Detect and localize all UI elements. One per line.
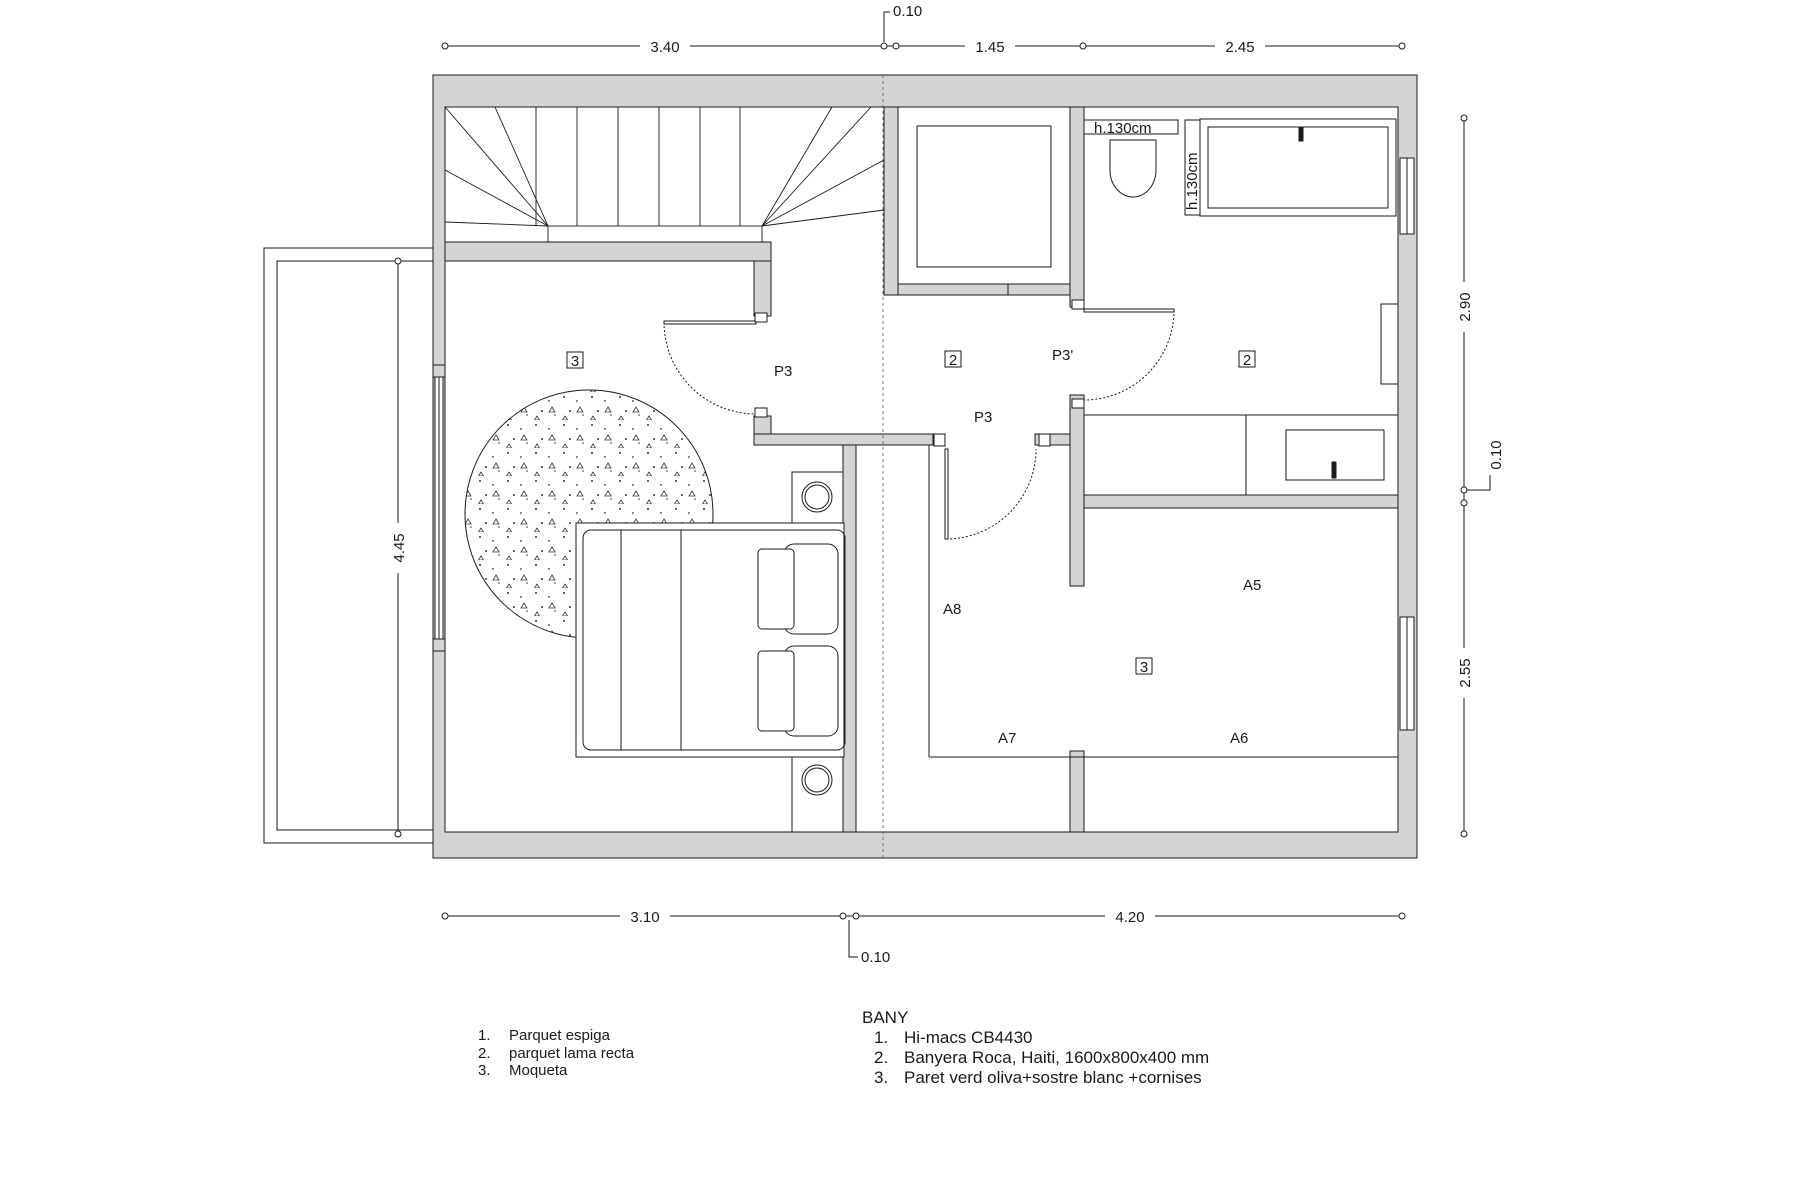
hall-cabinet <box>897 106 1071 296</box>
finish-tags: 3 2 2 3 <box>566 350 1256 676</box>
dim-bottom-small: 0.10 <box>861 949 890 966</box>
finish-tag-hall: 2 <box>949 352 957 369</box>
legend-bath-item: 2. Banyera Roca, Haiti, 1600x800x400 mm <box>862 1048 1209 1068</box>
legend-floors: 1. Parquet espiga 2. parquet lama recta 3.… <box>475 1027 634 1080</box>
nightstand-top <box>791 471 844 524</box>
legend-num: 1. <box>874 1028 889 1047</box>
dim-right-small: 0.10 <box>1488 440 1505 469</box>
door-label-bath: P3' <box>1052 347 1073 364</box>
walls <box>432 74 1418 859</box>
legend-bathroom-title: BANY <box>862 1008 909 1027</box>
legend-text: Hi-macs CB4430 <box>904 1028 1033 1047</box>
dim-left: 4.45 <box>391 533 408 562</box>
legend-num: 2. <box>478 1044 491 1062</box>
dim-top-2: 1.45 <box>975 39 1004 56</box>
dressing-room <box>928 445 1398 758</box>
cabinet-label-a7: A7 <box>998 730 1016 747</box>
cabinet-label-a8: A8 <box>943 601 961 618</box>
door-label-bedroom: P3 <box>774 363 792 380</box>
legend-bath-item: 3. Paret verd oliva+sostre blanc +cornise… <box>862 1068 1209 1088</box>
legend-floors-item: 3. Moqueta <box>475 1062 634 1080</box>
dim-top-3: 2.45 <box>1225 39 1254 56</box>
height-note-1: h.130cm <box>1094 120 1152 137</box>
legend-floors-item: 1. Parquet espiga <box>475 1027 634 1045</box>
doors <box>663 299 1175 540</box>
legend-text: parquet lama recta <box>509 1044 635 1062</box>
legend-text: Paret verd oliva+sostre blanc +cornises <box>904 1068 1202 1087</box>
dim-right-2: 2.55 <box>1457 658 1474 687</box>
dim-right-1: 2.90 <box>1457 292 1474 321</box>
legend-floors-item: 2. parquet lama recta <box>475 1045 634 1063</box>
windows <box>434 157 1415 731</box>
bed <box>575 522 846 758</box>
legend-bathroom: BANY 1. Hi-macs CB4430 2. Banyera Roca, Ha… <box>862 1008 1209 1088</box>
cabinet-label-a5: A5 <box>1243 577 1261 594</box>
legend-num: 1. <box>478 1027 491 1044</box>
dim-bottom-1: 3.10 <box>630 909 659 926</box>
finish-tag-bath: 2 <box>1243 352 1251 369</box>
legend-num: 2. <box>874 1048 889 1067</box>
height-note-2: h.130cm <box>1184 152 1201 210</box>
finish-tag-dressing: 3 <box>1140 659 1148 676</box>
legend-text: Moqueta <box>509 1062 568 1079</box>
dimension-lines <box>397 11 1491 958</box>
door-label-dressing: P3 <box>974 409 992 426</box>
legend-num: 3. <box>478 1062 491 1079</box>
bedroom-furniture <box>464 389 846 833</box>
legend-text: Banyera Roca, Haiti, 1600x800x400 mm <box>904 1048 1210 1067</box>
dim-bottom-2: 4.20 <box>1115 909 1144 926</box>
legend-text: Parquet espiga <box>509 1027 610 1044</box>
dim-top-1: 3.40 <box>650 39 679 56</box>
legend-bath-item: 1. Hi-macs CB4430 <box>862 1028 1209 1048</box>
cabinet-label-a6: A6 <box>1230 730 1248 747</box>
staircase <box>444 106 885 243</box>
dim-top-small: 0.10 <box>893 3 922 20</box>
dimension-labels: 3.40 1.45 2.45 0.10 3.10 4.20 0.10 2.90 … <box>389 3 1505 966</box>
dimension-ticks <box>394 42 1468 920</box>
bathroom-fixtures <box>1083 118 1399 496</box>
height-notes: h.130cm h.130cm <box>1094 120 1201 210</box>
legend-num: 3. <box>874 1068 889 1087</box>
finish-tag-bedroom: 3 <box>571 353 579 370</box>
